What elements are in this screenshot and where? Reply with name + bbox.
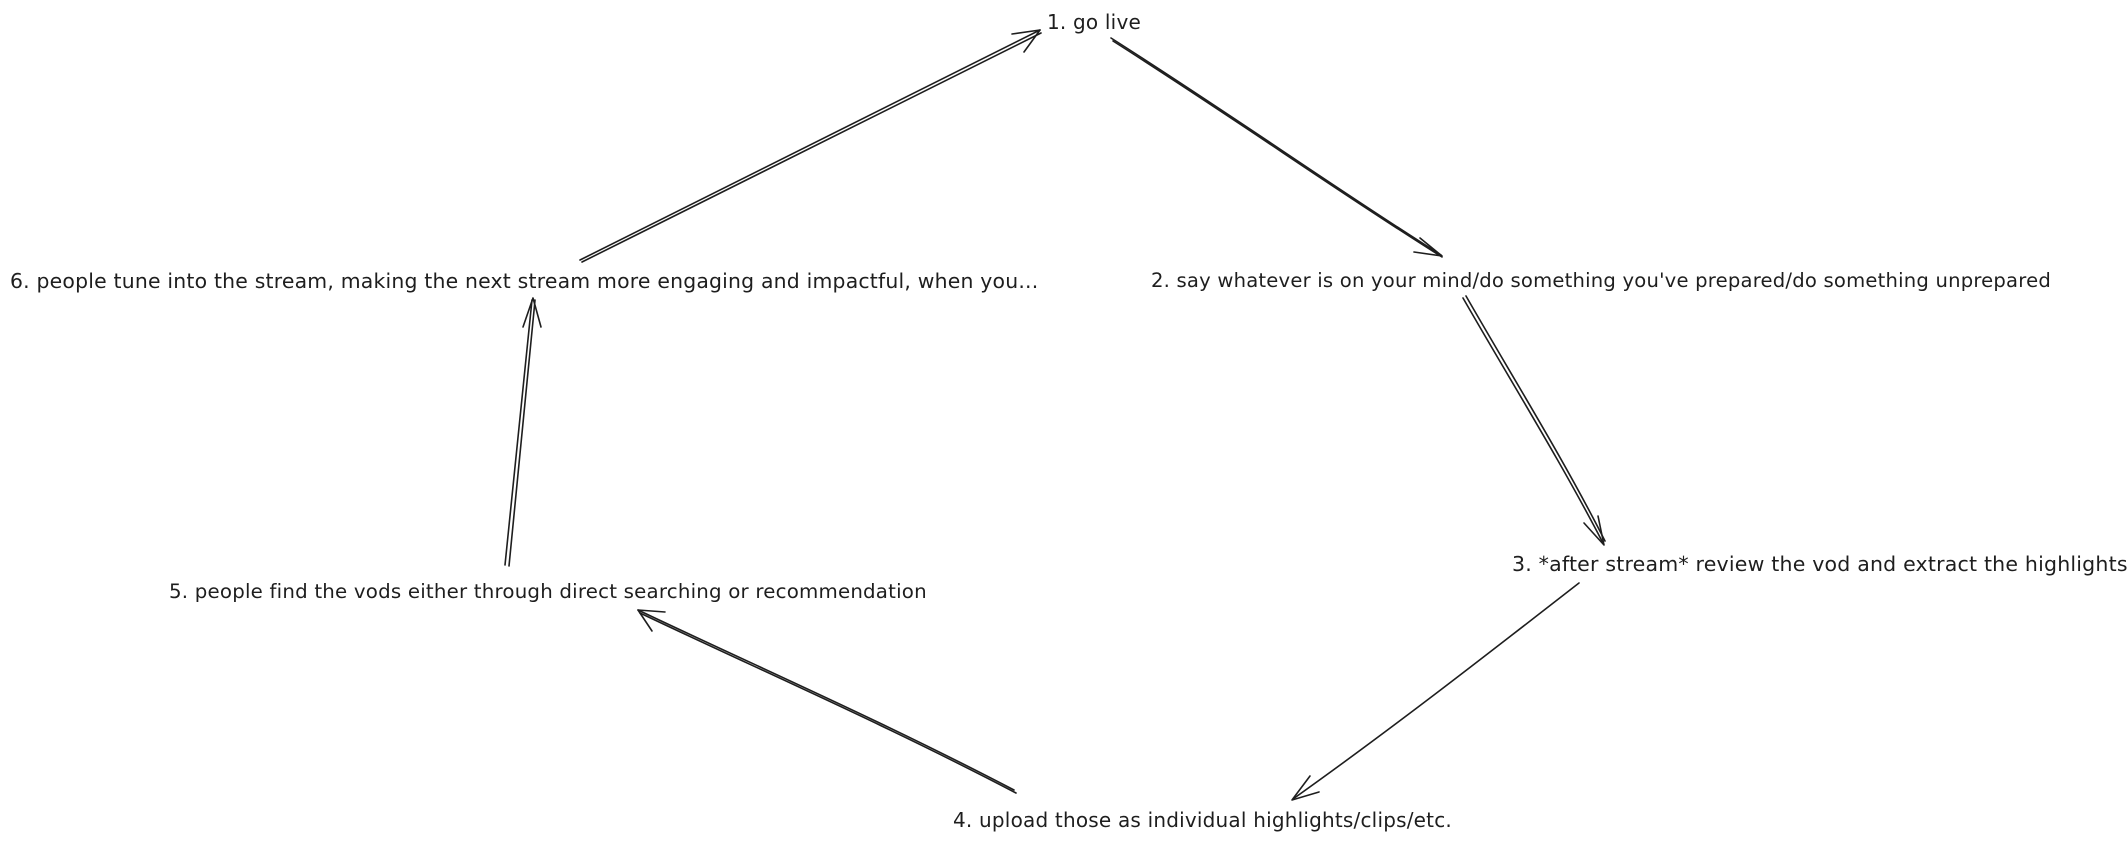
step-3-label: 3. *after stream* review the vod and ext… (1512, 552, 2127, 576)
arrow-6-to-1 (579, 29, 1042, 263)
arrow-5-to-6 (504, 297, 542, 567)
step-1-label: 1. go live (1047, 10, 1141, 34)
arrow-3-to-4 (1291, 582, 1580, 801)
step-5-label: 5. people find the vods either through d… (169, 580, 927, 603)
step-4-label: 4. upload those as individual highlights… (953, 808, 1452, 832)
arrow-1-to-2 (1110, 37, 1443, 258)
step-6-label: 6. people tune into the stream, making t… (10, 269, 1039, 293)
arrow-4-to-5 (637, 609, 1017, 794)
step-2-label: 2. say whatever is on your mind/do somet… (1151, 269, 2051, 292)
arrow-2-to-3 (1462, 295, 1606, 546)
